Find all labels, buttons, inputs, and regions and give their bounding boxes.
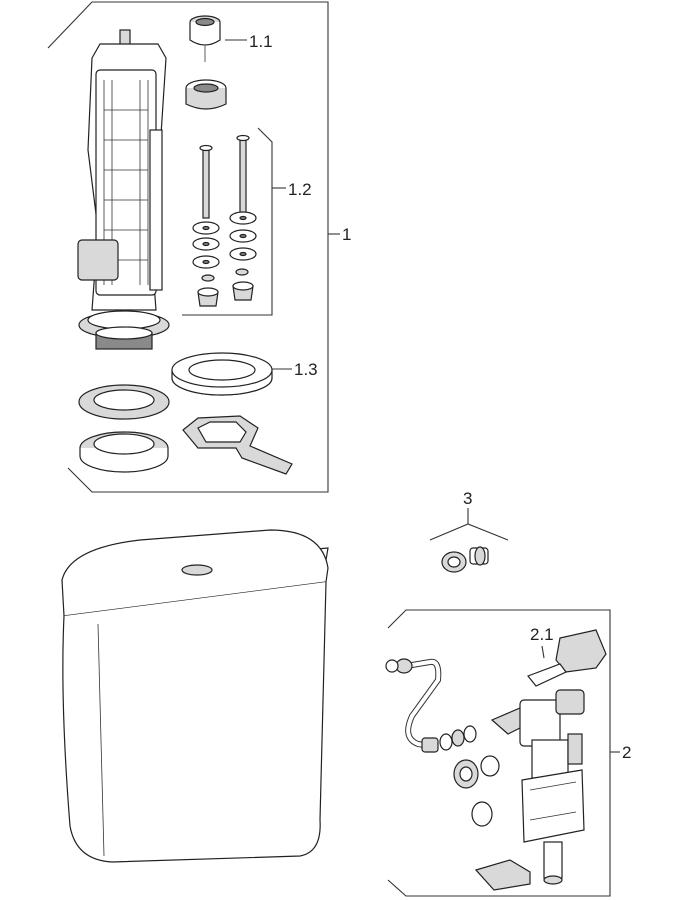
push-button <box>185 15 247 110</box>
fixing-set <box>182 127 286 316</box>
label-1-2: 1.2 <box>288 180 312 199</box>
fill-valve-seals <box>439 725 500 827</box>
label-1-1: 1.1 <box>249 32 273 51</box>
float-arm <box>527 629 607 687</box>
part-3-bracket <box>429 508 509 541</box>
label-1: 1 <box>342 225 351 244</box>
cistern <box>61 529 329 863</box>
label-2: 2 <box>622 743 631 762</box>
label-2-1: 2.1 <box>530 625 554 644</box>
fill-valve <box>474 689 585 891</box>
label-3: 3 <box>463 489 472 508</box>
seal-ring <box>171 352 292 396</box>
flush-valve-set-frame <box>47 1 329 493</box>
fill-valve-frame <box>387 609 620 897</box>
wrench <box>182 415 293 475</box>
gasket <box>78 384 170 420</box>
flush-valve <box>77 29 170 350</box>
label-1-3: 1.3 <box>294 360 318 379</box>
lock-nut <box>79 431 169 473</box>
supply-hose <box>385 658 442 753</box>
part-3-bolt <box>441 546 489 573</box>
